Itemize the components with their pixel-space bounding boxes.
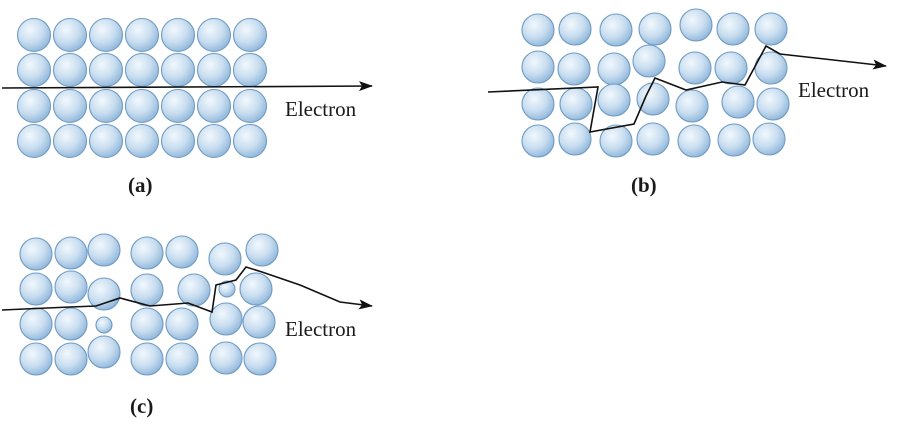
atom <box>177 273 211 307</box>
atom <box>245 233 279 267</box>
atom-lattice-b <box>521 8 790 158</box>
atom <box>209 341 243 375</box>
atom <box>196 88 232 124</box>
atom <box>19 342 53 376</box>
atom <box>16 17 52 53</box>
atom <box>557 52 591 86</box>
atom <box>675 89 709 123</box>
panel-label-c: (c) <box>130 394 153 418</box>
atom <box>558 122 592 156</box>
atom <box>124 17 160 53</box>
atom <box>160 123 196 159</box>
atom <box>54 270 88 304</box>
electron-path-a <box>1 81 373 92</box>
atom <box>597 83 631 117</box>
atom <box>243 342 277 376</box>
atom <box>52 17 88 53</box>
atom <box>754 12 788 46</box>
atom <box>521 13 555 47</box>
electron-label-c: Electron <box>285 317 357 341</box>
atom <box>196 123 232 159</box>
atom <box>232 52 268 88</box>
atom <box>54 307 88 341</box>
panel-a: Electron (a) <box>1 17 373 197</box>
atom <box>130 342 164 376</box>
atom <box>599 13 633 47</box>
atom <box>558 12 592 46</box>
atom <box>124 88 160 124</box>
atom <box>208 242 242 276</box>
atom <box>209 302 243 336</box>
atom <box>521 50 555 84</box>
atom <box>88 17 124 53</box>
atom <box>232 17 268 53</box>
atom <box>677 124 711 158</box>
atom <box>87 277 121 311</box>
atom <box>165 307 199 341</box>
atom <box>721 85 755 119</box>
impurity-atom <box>95 316 113 334</box>
atom <box>124 52 160 88</box>
atom <box>756 87 790 121</box>
atom <box>124 123 160 159</box>
atom <box>632 44 666 78</box>
electron-label-b: Electron <box>798 78 870 102</box>
atom <box>19 237 53 271</box>
atom <box>559 87 593 121</box>
atom-lattice-a <box>16 17 268 159</box>
atom <box>196 52 232 88</box>
atom <box>599 124 633 158</box>
atom <box>160 88 196 124</box>
atom <box>597 52 631 86</box>
atom <box>717 123 751 157</box>
atom <box>752 122 786 156</box>
atom <box>88 123 124 159</box>
atom <box>714 51 748 85</box>
impurity-atom <box>218 280 236 298</box>
atom <box>239 272 273 306</box>
panel-label-b: (b) <box>631 173 657 197</box>
atom <box>16 52 52 88</box>
atom <box>636 82 670 116</box>
atom <box>52 52 88 88</box>
atom <box>679 8 713 42</box>
panel-b: Electron (b) <box>487 8 887 197</box>
atom-lattice-c <box>19 233 279 376</box>
atom <box>242 305 276 339</box>
panel-label-a: (a) <box>128 173 153 197</box>
atom <box>130 236 164 270</box>
atom <box>232 88 268 124</box>
atom <box>130 273 164 307</box>
atom <box>52 88 88 124</box>
atom <box>716 12 750 46</box>
atom <box>130 307 164 341</box>
atom <box>232 123 268 159</box>
atom <box>52 123 88 159</box>
atom <box>54 236 88 270</box>
atom <box>521 87 555 121</box>
atom <box>87 233 121 267</box>
atom <box>521 124 555 158</box>
atom <box>678 51 712 85</box>
atom <box>19 307 53 341</box>
electron-label-a: Electron <box>285 97 357 121</box>
atom <box>160 52 196 88</box>
atom <box>638 12 672 46</box>
panel-c: Electron (c) <box>1 233 373 418</box>
atom <box>636 122 670 156</box>
electron-path-b <box>487 44 887 133</box>
atom <box>54 342 88 376</box>
atom <box>160 17 196 53</box>
atom <box>196 17 232 53</box>
atom <box>88 52 124 88</box>
atom <box>87 335 121 369</box>
electron-path-c <box>1 266 373 314</box>
atom <box>165 342 199 376</box>
atom <box>88 88 124 124</box>
atom <box>16 88 52 124</box>
atom <box>165 235 199 269</box>
atom <box>19 272 53 306</box>
atom <box>16 123 52 159</box>
